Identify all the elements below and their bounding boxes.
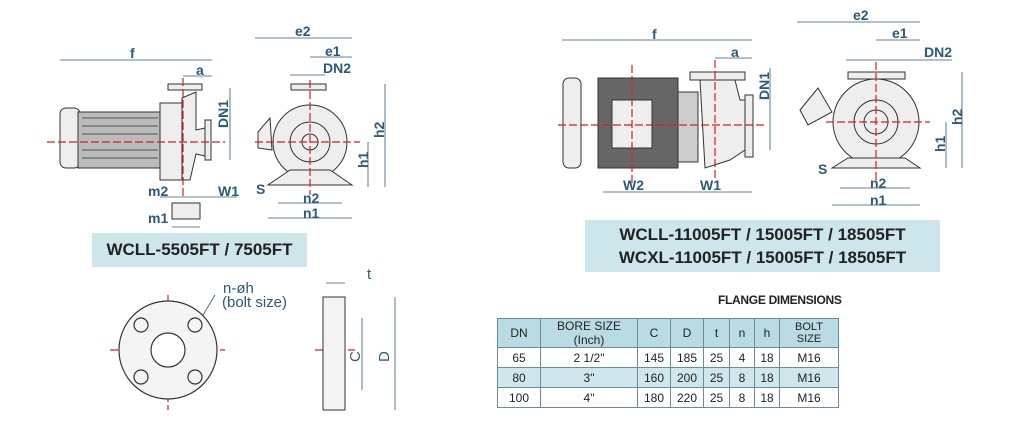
flange-dimensions-table: DN BORE SIZE (Inch) C D t n h BOLT SIZE … <box>497 318 839 408</box>
header-t: t <box>703 318 730 348</box>
header-n: n <box>729 318 755 348</box>
cell-h: 18 <box>754 387 780 408</box>
dimension-lines <box>60 21 963 410</box>
cell-h: 18 <box>754 347 780 368</box>
right-pump-end-view <box>799 71 922 169</box>
dim-s-left: S <box>256 181 266 197</box>
cell-dn: 100 <box>497 387 541 408</box>
dim-n1-left: n1 <box>303 205 320 221</box>
dim-h1-left: h1 <box>355 151 371 168</box>
left-pump-caption: WCLL-5505FT / 7505FT <box>92 233 307 267</box>
flange-table-title: FLANGE DIMENSIONS <box>718 293 842 307</box>
dim-n2-left: n2 <box>303 190 320 206</box>
cell-bolt: M16 <box>779 347 839 368</box>
table-header-row: DN BORE SIZE (Inch) C D t n h BOLT SIZE <box>497 318 839 348</box>
cell-bolt: M16 <box>779 387 839 408</box>
dim-e1-left: e1 <box>325 43 341 59</box>
header-c: C <box>637 318 671 348</box>
dim-m2-left: m2 <box>148 183 169 199</box>
cell-c: 180 <box>637 387 671 408</box>
flange-d-label: D <box>376 351 393 362</box>
flange-bolt-size-label: (bolt size) <box>222 294 288 311</box>
header-dn: DN <box>497 318 541 348</box>
table-row: 80 3" 160 200 25 8 18 M16 <box>497 367 839 388</box>
dim-n2-right: n2 <box>870 175 887 191</box>
cell-bolt: M16 <box>779 367 839 388</box>
flange-side-view <box>322 296 346 411</box>
dim-m1-left: m1 <box>148 210 169 226</box>
dim-e2-right: e2 <box>853 7 869 23</box>
flange-n-oh-label: n-øh <box>223 280 254 297</box>
table-row: 100 4" 180 220 25 8 18 M16 <box>497 387 839 408</box>
dim-f-left: f <box>130 45 135 61</box>
dim-dn1-left: DN1 <box>215 99 231 128</box>
dim-e1-right: e1 <box>892 25 908 41</box>
dim-a-right: a <box>731 44 739 60</box>
cell-dn: 80 <box>497 367 541 388</box>
header-d: D <box>670 318 704 348</box>
dim-h1-right: h1 <box>932 135 948 152</box>
cell-bore: 2 1/2" <box>540 347 638 368</box>
header-bore-size: BORE SIZE (Inch) <box>540 318 638 348</box>
cell-n: 8 <box>729 387 755 408</box>
cell-bore: 4" <box>540 387 638 408</box>
flange-front-view <box>118 300 218 400</box>
dim-a-left: a <box>196 62 204 78</box>
header-bolt-size: BOLT SIZE <box>779 318 839 348</box>
dim-w2-right: W2 <box>623 177 644 193</box>
cell-c: 145 <box>637 347 671 368</box>
dim-s-right: S <box>818 161 828 177</box>
cell-dn: 65 <box>497 347 541 368</box>
cell-t: 25 <box>703 387 730 408</box>
left-pump-end-view <box>257 83 354 186</box>
dim-dn2-right: DN2 <box>924 44 953 60</box>
table-row: 65 2 1/2" 145 185 25 4 18 M16 <box>497 347 839 368</box>
right-pump-caption-line-2: WCXL-11005FT / 15005FT / 18505FT <box>618 248 907 267</box>
cell-d: 200 <box>670 367 704 388</box>
cell-bore: 3" <box>540 367 638 388</box>
dim-e2-left: e2 <box>295 23 311 39</box>
dim-dn2-left: DN2 <box>323 60 352 76</box>
dim-w1-left: W1 <box>218 183 239 199</box>
cell-n: 4 <box>729 347 755 368</box>
dim-w1-right: W1 <box>700 177 721 193</box>
cell-t: 25 <box>703 367 730 388</box>
cell-d: 220 <box>670 387 704 408</box>
cell-d: 185 <box>670 347 704 368</box>
left-pump-side-view <box>59 83 212 220</box>
header-h: h <box>754 318 780 348</box>
dim-h2-left: h2 <box>371 121 387 138</box>
dim-dn1-right: DN1 <box>756 71 772 100</box>
right-pump-side-view <box>562 71 754 169</box>
right-pump-caption: WCLL-11005FT / 15005FT / 18505FT WCXL-11… <box>585 220 940 272</box>
dim-h2-right: h2 <box>949 108 965 125</box>
cell-h: 18 <box>754 367 780 388</box>
cell-c: 160 <box>637 367 671 388</box>
flange-t-label: t <box>367 266 372 283</box>
flange-c-label: C <box>347 351 364 362</box>
right-pump-caption-line-1: WCLL-11005FT / 15005FT / 18505FT <box>619 225 906 244</box>
cell-n: 8 <box>729 367 755 388</box>
dim-n1-right: n1 <box>870 192 887 208</box>
cell-t: 25 <box>703 347 730 368</box>
dim-f-right: f <box>652 26 657 42</box>
